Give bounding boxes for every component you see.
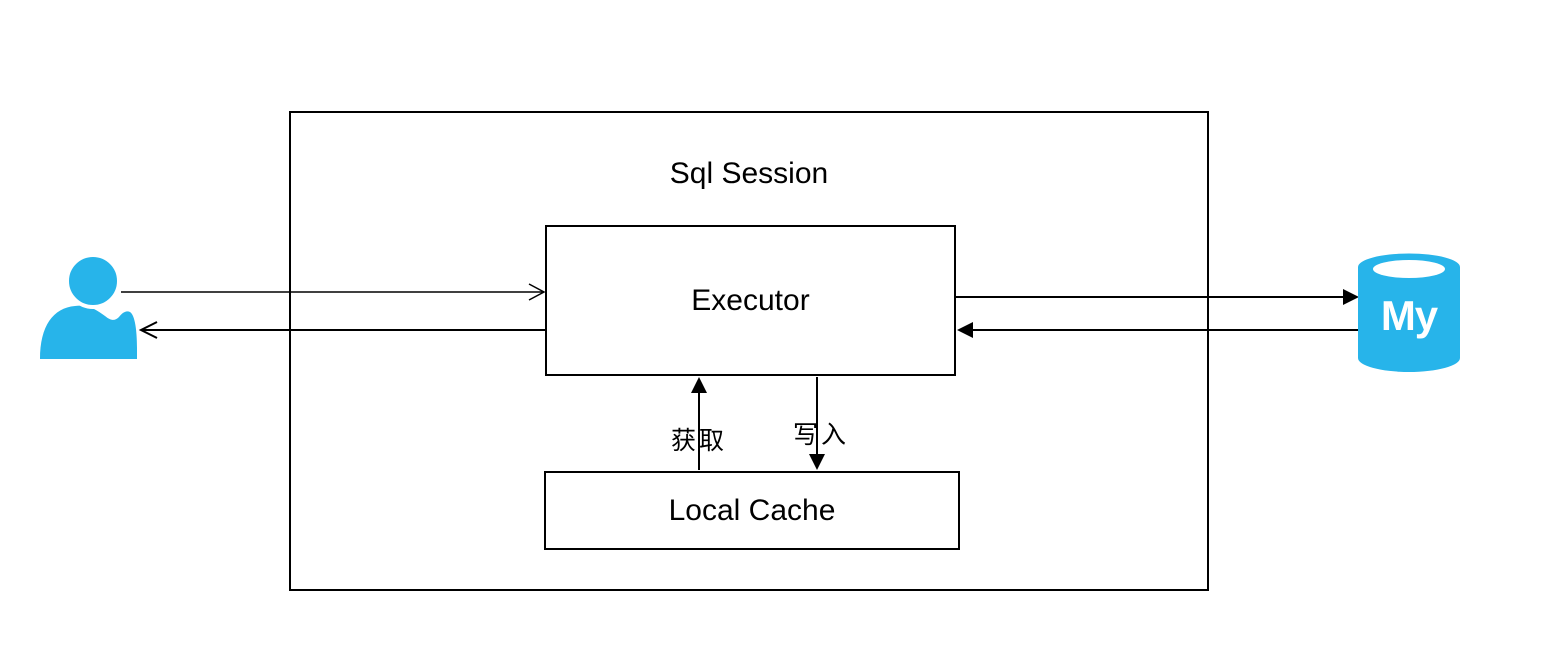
mysql-database-icon <box>1358 253 1460 372</box>
arrowhead-solid-left-icon <box>957 322 973 338</box>
arrow-executor-to-cache <box>809 377 825 470</box>
arrow-user-to-executor <box>121 283 546 301</box>
local-cache-label: Local Cache <box>668 493 836 527</box>
fetch-arrow-label: 获取 <box>670 427 727 455</box>
arrowhead-solid-down-icon <box>809 454 825 470</box>
mysql-logo-text: My <box>1380 292 1438 339</box>
user-icon <box>40 253 137 359</box>
sql-session-box <box>289 111 1209 591</box>
executor-label: Executor <box>691 283 810 317</box>
arrowhead-solid-right-icon <box>1343 289 1359 305</box>
write-arrow-label: 写入 <box>792 421 849 449</box>
arrow-mysql-to-executor <box>957 322 1359 338</box>
arrowhead-open-right-icon <box>528 283 546 301</box>
executor-node: Executor <box>545 225 956 376</box>
local-cache-node: Local Cache <box>544 471 960 550</box>
arrow-executor-to-mysql <box>956 289 1359 305</box>
sql-session-title: Sql Session <box>669 157 829 190</box>
arrowhead-solid-up-icon <box>691 377 707 393</box>
arrowhead-open-left-icon <box>138 321 158 339</box>
arrow-cache-to-executor <box>691 377 707 470</box>
arrow-executor-to-user <box>138 321 546 339</box>
